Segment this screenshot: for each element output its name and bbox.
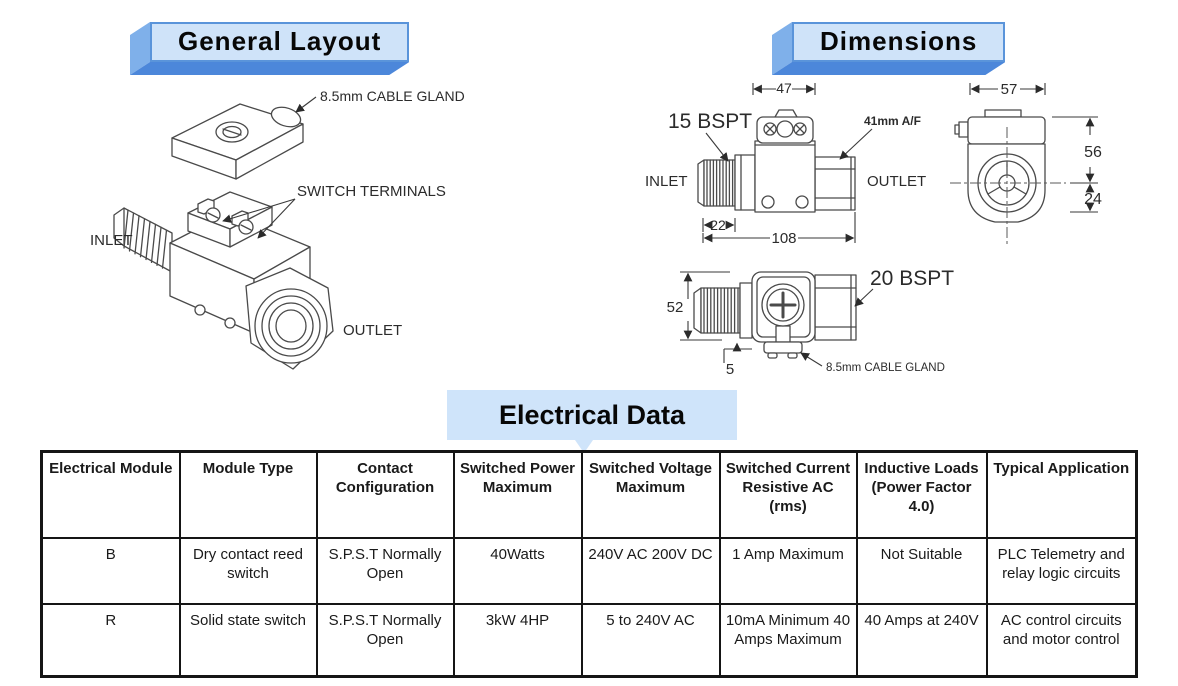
cell-switched-voltage: 240V AC 200V DC [580,537,721,605]
valve-isometric [113,103,334,370]
general-layout-banner: General Layout [150,22,410,62]
cell-module: B [40,537,181,605]
inlet-thread [693,287,702,334]
col-header-inductive-loads: Inductive Loads (Power Factor 4.0) [855,450,988,539]
col-header-contact-configuration: Contact Configuration [315,450,455,539]
cell-inductive-loads: Not Suitable [855,537,988,605]
cell-typical-application: AC control circuits and motor control [985,603,1138,678]
electrical-data-banner: Electrical Data [447,390,737,453]
switch-terminals-label: SWITCH TERMINALS [297,183,446,200]
dimensions-banner: Dimensions [792,22,1006,62]
cell-contact-configuration: S.P.S.T Normally Open [315,537,455,605]
cable-gland-label: 8.5mm CABLE GLAND [320,88,465,104]
inlet-thread-size-label: 15 BSPT [668,110,752,133]
outlet-hex [814,156,856,211]
cell-module: R [40,603,181,678]
outlet-label: OUTLET [343,322,402,339]
inlet-label: INLET [645,173,688,190]
cell-switched-voltage: 5 to 240V AC [580,603,721,678]
dim-22: 22 [710,217,726,233]
electrical-data-banner-label: Electrical Data [498,399,686,430]
table-row-module-r: R Solid state switch S.P.S.T Normally Op… [40,603,1138,678]
cell-module-type: Solid state switch [178,603,318,678]
table-row-module-b: B Dry contact reed switch S.P.S.T Normal… [40,537,1138,605]
cell-typical-application: PLC Telemetry and relay logic circuits [985,537,1138,605]
col-header-switched-voltage: Switched Voltage Maximum [580,450,721,539]
outlet-label: OUTLET [867,173,926,190]
dim-47: 47 [776,80,792,96]
dim-108: 108 [771,230,796,247]
cell-switched-current: 10mA Minimum 40 Amps Maximum [718,603,858,678]
dim-57: 57 [1001,81,1018,98]
col-header-typical-application: Typical Application [985,450,1138,539]
cable-gland-label: 8.5mm CABLE GLAND [826,362,945,374]
col-header-switched-current: Switched Current Resistive AC (rms) [718,450,858,539]
cap-tab [774,109,798,118]
dim-56: 56 [1084,144,1102,161]
hex-af-label: 41mm A/F [864,114,921,128]
col-header-switched-power: Switched Power Maximum [452,450,583,539]
dimensions-front-view-drawing: 52 5 20 BSPT 8.5mm CABLE GLAND [667,267,955,378]
dimensions-side-view-drawing: 47 15 BSPT 41mm A/F INLET OUTLET 22 108 [645,80,926,247]
dim-24: 24 [1084,191,1102,208]
cap-gland [270,106,302,128]
cell-inductive-loads: 40 Amps at 240V [855,603,988,678]
outlet-thread-size-label: 20 BSPT [870,267,954,290]
col-header-module-type: Module Type [178,450,318,539]
general-layout-drawing: 8.5mm CABLE GLAND SWITCH TERMINALS INLET… [90,88,465,370]
col-header-electrical-module: Electrical Module [40,450,181,539]
table-header-row: Electrical Module Module Type Contact Co… [40,450,1138,539]
cell-switched-power: 3kW 4HP [452,603,583,678]
gland-nub [958,121,969,138]
general-layout-banner-label: General Layout [150,22,410,62]
dim-5: 5 [726,361,734,378]
dimensions-end-view-drawing: 57 56 24 [950,81,1102,245]
cell-switched-power: 40Watts [452,537,583,605]
inlet-label: INLET [90,232,133,249]
cell-module-type: Dry contact reed switch [178,537,318,605]
cell-contact-configuration: S.P.S.T Normally Open [315,603,455,678]
cable-gland [763,341,803,354]
cell-switched-current: 1 Amp Maximum [718,537,858,605]
inlet-thread [697,159,705,207]
dim-52: 52 [667,299,684,316]
outlet-hex [814,274,857,341]
dimensions-banner-label: Dimensions [792,22,1006,62]
electrical-data-table: Electrical Module Module Type Contact Co… [40,450,1138,678]
